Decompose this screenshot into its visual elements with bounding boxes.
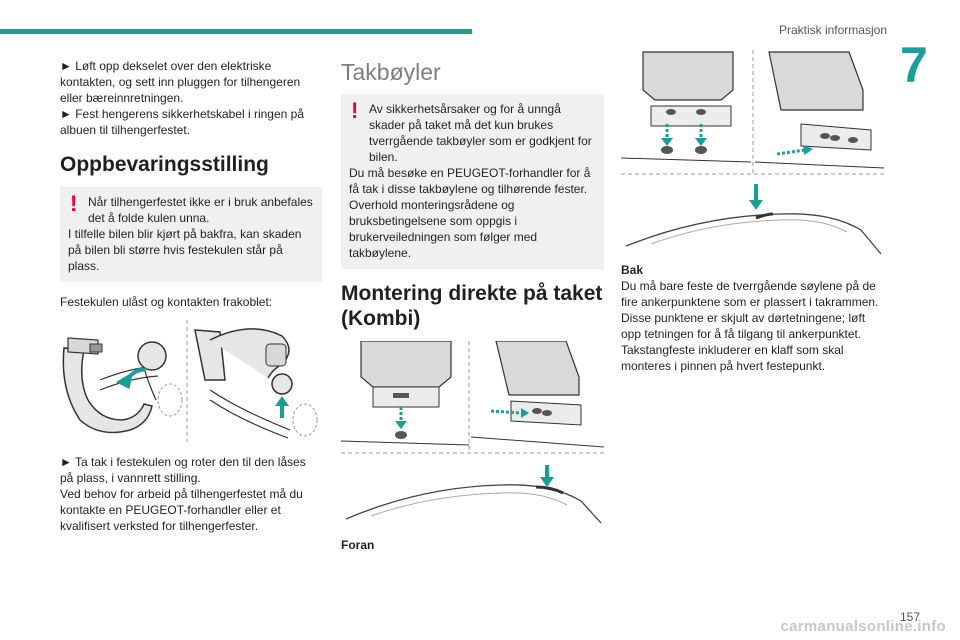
rear-mounting-text: Du må bare feste de tverrgående søylene … — [621, 279, 879, 373]
warning-box-roof-bars: ! Av sikkerhetsårsaker og for å unngå sk… — [341, 94, 604, 269]
heading-direct-roof-mounting: Montering direkte på taket (Kombi) — [341, 282, 603, 330]
warning-text-1: Når tilhengerfestet ikke er i bruk anbef… — [88, 195, 313, 225]
chapter-number: 7 — [900, 37, 928, 93]
rear-mounting-illustration — [621, 50, 884, 258]
column-2: Takbøyler ! Av sikkerhetsårsaker og for … — [341, 58, 604, 553]
towbar-illustration — [60, 320, 322, 442]
heading-roof-bars: Takbøyler — [341, 59, 441, 85]
header-accent-bar — [0, 29, 472, 34]
warning-text-1: Av sikkerhetsårsaker og for å unngå skad… — [369, 102, 592, 164]
warning-exclamation-icon: ! — [351, 98, 359, 123]
front-mounting-illustration — [341, 341, 604, 533]
warning-text-2: Du må besøke en PEUGEOT-forhandler for å… — [349, 166, 591, 260]
caption-front: Foran — [341, 538, 375, 552]
column-1: ► Løft opp dekselet over den elektriske … — [60, 58, 322, 534]
heading-storage-position: Oppbevaringsstilling — [60, 153, 269, 176]
caption-rear: Bak — [621, 263, 644, 277]
page-number: 157 — [899, 610, 920, 624]
instruction-rotate-ball: ► Ta tak i festekulen og roter den til d… — [60, 455, 306, 485]
dealer-advice: Ved behov for arbeid på tilhengerfestet … — [60, 487, 303, 533]
warning-box-storage: ! Når tilhengerfestet ikke er i bruk anb… — [60, 187, 322, 282]
column-3: Bak Du må bare feste de tverrgående søyl… — [621, 50, 884, 374]
instruction-plug-in: ► Løft opp dekselet over den elektriske … — [60, 59, 301, 105]
instruction-safety-cable: ► Fest hengerens sikkerhetskabel i ringe… — [60, 107, 305, 137]
warning-exclamation-icon: ! — [70, 191, 78, 216]
watermark: carmanualsonline.info — [780, 618, 946, 635]
warning-text-2: I tilfelle bilen blir kjørt på bakfra, k… — [68, 227, 302, 273]
status-text: Festekulen ulåst og kontakten frakoblet: — [60, 295, 273, 309]
section-title: Praktisk informasjon — [778, 23, 887, 37]
